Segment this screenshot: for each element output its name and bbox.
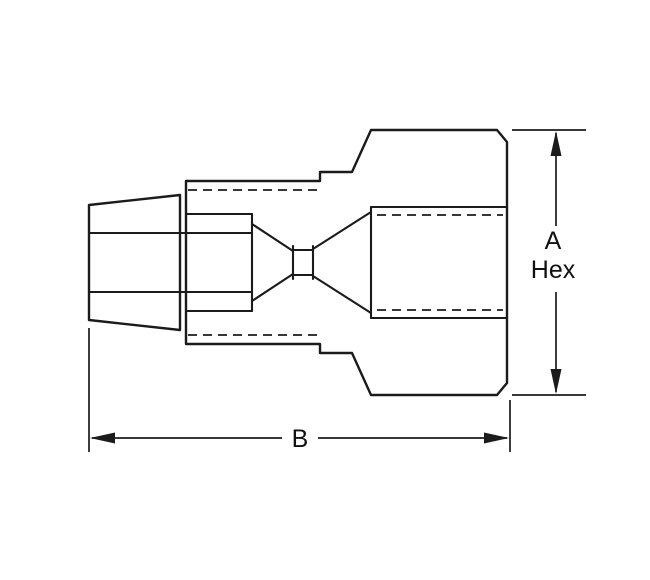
left-cone-line-top	[250, 222, 295, 253]
dim-a-arrow-up	[550, 131, 562, 156]
dimension-b: B	[88, 328, 511, 453]
nut-outline	[87, 193, 182, 332]
fitting-interior	[87, 205, 509, 320]
dim-a-sublabel: Hex	[531, 256, 576, 284]
fitting-nut	[87, 193, 182, 332]
dimension-a: A Hex	[512, 129, 586, 396]
thread-indications	[188, 189, 503, 336]
dim-b-arrow-right	[484, 432, 509, 444]
left-cone-line-bottom	[250, 272, 295, 303]
right-cone-line-bottom	[311, 274, 373, 315]
fitting-body	[184, 128, 509, 397]
dim-a-label: A	[545, 227, 562, 255]
dim-b-arrow-left	[90, 432, 115, 444]
dim-a-arrow-down	[550, 369, 562, 394]
right-cone-line-top	[311, 210, 373, 251]
dim-b-label: B	[292, 425, 309, 453]
body-outline	[184, 128, 509, 397]
